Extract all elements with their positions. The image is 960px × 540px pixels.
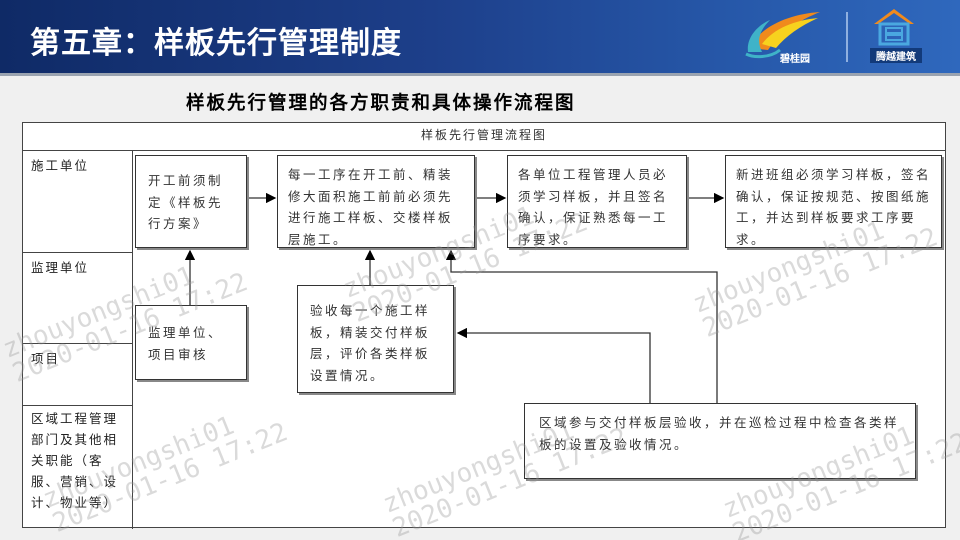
slide-header: 第五章：样板先行管理制度 碧桂园 腾越建筑	[0, 0, 960, 76]
box-sample-construction: 每一工序在开工前、精装修大面积施工前前必须先进行施工样板、交楼样板层施工。	[277, 155, 475, 248]
lane-regional-management: 区域工程管理部门及其他相关职能（客服、营销、设计、物业等）	[31, 411, 119, 510]
country-garden-logo-icon	[745, 12, 820, 59]
slide-title: 第五章：样板先行管理制度	[30, 26, 402, 61]
lane-project: 项目	[23, 344, 133, 406]
lane-supervision-unit: 监理单位	[23, 253, 133, 344]
box-staff-study: 各单位工程管理人员必须学习样板，并且签名确认，保证熟悉每一工序要求。	[507, 155, 687, 248]
house-logo-text: 腾越建筑	[870, 48, 922, 63]
lane-construction-unit: 施工单位	[23, 151, 133, 253]
swimlane-column: 施工单位 监理单位 项目 区域工程管理部门及其他相关职能（客服、营销、设计、物业…	[23, 151, 133, 529]
box-acceptance: 验收每一个施工样板，精装交付样板层，评价各类样板设置情况。	[297, 285, 454, 393]
slide-subtitle: 样板先行管理的各方职责和具体操作流程图	[186, 93, 576, 114]
house-logo-icon	[874, 9, 914, 46]
box-prepare-plan: 开工前须制定《样板先行方案》	[135, 155, 247, 248]
box-supervision-review: 监理单位、项目审核	[135, 305, 247, 380]
box-new-team-study: 新进班组必须学习样板，签名确认，保证按规范、按图纸施工，并达到样板要求工序要求。	[725, 155, 942, 248]
logo-area: 碧桂园 腾越建筑	[740, 6, 960, 70]
box-regional-inspection: 区域参与交付样板层验收，并在巡检过程中检查各类样板的设置及验收情况。	[524, 403, 916, 479]
country-garden-logo-text: 碧桂园	[780, 54, 810, 65]
logo-divider	[846, 12, 848, 62]
flowchart-title: 样板先行管理流程图	[23, 123, 945, 151]
